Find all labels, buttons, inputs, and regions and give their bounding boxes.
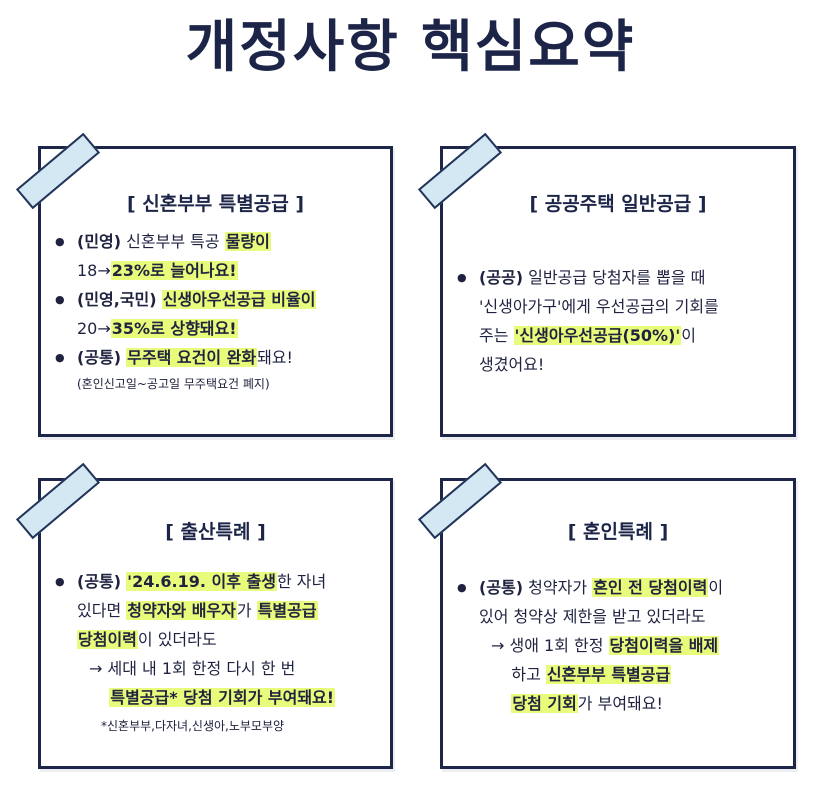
text-segment: 이: [708, 578, 724, 597]
bullet-line: 생겼어요!: [479, 350, 787, 379]
highlighted-text: 청약자와 배우자: [126, 601, 237, 620]
highlighted-text: 당첨이력을 배제: [608, 636, 720, 655]
highlighted-text: 당첨 기회: [511, 694, 578, 713]
bullet-line: (공공) 일반공급 당첨자를 뽑을 때: [479, 263, 787, 292]
highlighted-text: 당첨이력: [77, 630, 138, 649]
text-segment: 청약자가: [523, 578, 593, 597]
text-segment: → 세대 내 1회 한정 다시 한 번: [89, 659, 296, 678]
category-tag: (민영,국민): [77, 290, 157, 309]
category-tag: (공통): [77, 572, 122, 591]
footnote: *신혼부부,다자녀,신생아,노부모부양: [101, 719, 285, 733]
text-segment: 주는: [479, 326, 514, 345]
arrow-line: → 생애 1회 한정 당첨이력을 배제: [457, 631, 792, 660]
card-header: [ 출산특례 ]: [165, 521, 266, 543]
bullet-line: (공통) 청약자가 혼인 전 당첨이력이: [479, 573, 792, 602]
text-segment: 가: [236, 601, 257, 620]
text-segment: → 생애 1회 한정: [491, 636, 609, 655]
footnote: (혼인신고일~공고일 무주택요건 폐지): [77, 377, 270, 391]
bullet-dot-icon: ●: [55, 351, 65, 364]
text-segment: 18→: [77, 261, 111, 280]
highlighted-text: 물량이: [224, 232, 271, 251]
card-header: [ 신혼부부 특별공급 ]: [126, 193, 305, 215]
text-segment: [89, 688, 109, 707]
highlighted-text: 무주택 요건이 완화: [126, 348, 258, 367]
bullet-dot-icon: ●: [55, 293, 65, 306]
category-tag: (공통): [479, 578, 524, 597]
bullet-line: 주는 '신생아우선공급(50%)'이: [479, 321, 787, 350]
category-tag: (공통): [77, 348, 122, 367]
bullet-dot-icon: ●: [55, 575, 65, 588]
bullet-dot-icon: ●: [457, 581, 467, 594]
bullet-line: 20→35%로 상향돼요!: [77, 314, 385, 343]
card-header: [ 혼인특례 ]: [567, 521, 669, 543]
text-segment: 가 부여돼요!: [577, 694, 663, 713]
text-segment: 있어 청약상 제한을 받고 있더라도: [479, 607, 706, 626]
text-segment: 있다면: [77, 601, 127, 620]
text-segment: [157, 290, 162, 309]
text-segment: 이: [681, 326, 697, 345]
bullet-line: 18→23%로 늘어나요!: [77, 256, 385, 285]
bullet-line: 있어 청약상 제한을 받고 있더라도: [479, 602, 792, 631]
bullet-line: (공통) '24.6.19. 이후 출생한 자녀: [77, 567, 385, 596]
arrow-line: 하고 신혼부부 특별공급: [457, 660, 792, 689]
text-segment: 일반공급 당첨자를 뽑을 때: [523, 268, 706, 287]
category-tag: (민영): [77, 232, 122, 251]
bullet-item: ● (공통) 무주택 요건이 완화돼요!: [55, 343, 385, 372]
highlighted-text: 혼인 전 당첨이력: [592, 578, 709, 597]
highlighted-text: '신생아우선공급(50%)': [513, 326, 682, 345]
highlighted-text: 신혼부부 특별공급: [545, 665, 672, 684]
bullet-dot-icon: ●: [55, 235, 65, 248]
bullet-line: 당첨이력이 있더라도: [77, 625, 385, 654]
bullet-line: (민영,국민) 신생아우선공급 비율이: [77, 285, 385, 314]
page-title: 개정사항 핵심요약: [185, 15, 636, 80]
text-segment: 한 자녀: [277, 572, 327, 591]
bullet-line: (공통) 무주택 요건이 완화돼요!: [77, 343, 385, 372]
text-segment: [491, 694, 511, 713]
highlighted-text: 35%로 상향돼요!: [110, 319, 238, 338]
text-segment: 하고: [491, 665, 546, 684]
text-segment: 신혼부부 특공: [121, 232, 225, 251]
arrow-line: 당첨 기회가 부여돼요!: [457, 689, 792, 718]
highlighted-text: 신생아우선공급 비율이: [161, 290, 317, 309]
text-segment: '신생아가구'에게 우선공급의 기회를: [479, 297, 719, 316]
text-segment: 20→: [77, 319, 111, 338]
arrow-line: → 세대 내 1회 한정 다시 한 번: [55, 654, 385, 683]
bullet-dot-icon: ●: [457, 271, 467, 284]
bullet-line: '신생아가구'에게 우선공급의 기회를: [479, 292, 787, 321]
text-segment: 돼요!: [257, 348, 293, 367]
bullet-line: (민영) 신혼부부 특공 물량이: [77, 227, 385, 256]
card-public-housing-general-supply: [ 공공주택 일반공급 ] ● (공공) 일반공급 당첨자를 뽑을 때 '신생아가구…: [440, 146, 796, 437]
arrow-line: 특별공급* 당첨 기회가 부여돼요!: [55, 683, 385, 712]
highlighted-text: 23%로 늘어나요!: [110, 261, 238, 280]
category-tag: (공공): [479, 268, 524, 287]
highlighted-text: 특별공급: [256, 601, 318, 620]
text-segment: 이 있더라도: [137, 630, 217, 649]
highlighted-text: 특별공급* 당첨 기회가 부여돼요!: [109, 688, 336, 707]
card-header: [ 공공주택 일반공급 ]: [529, 193, 707, 215]
bullet-line: 있다면 청약자와 배우자가 특별공급: [77, 596, 385, 625]
highlighted-text: '24.6.19. 이후 출생: [126, 572, 277, 591]
text-segment: 생겼어요!: [479, 355, 545, 374]
